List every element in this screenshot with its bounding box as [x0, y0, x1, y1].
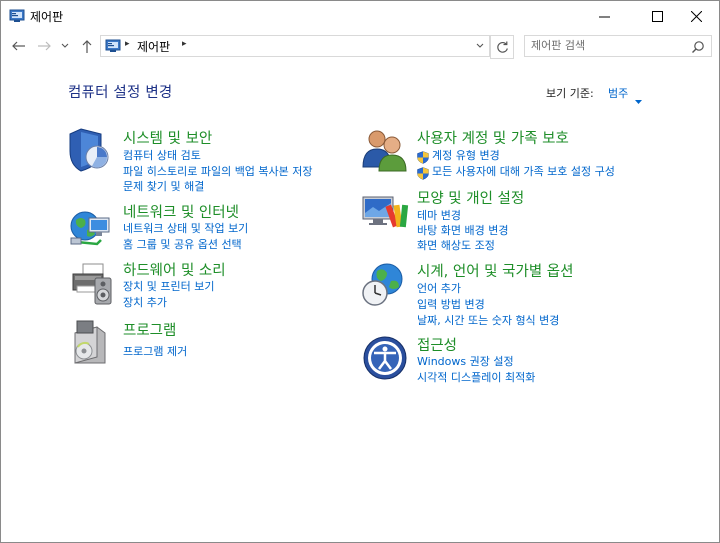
link-change-desktop-background[interactable]: 바탕 화면 배경 변경 — [417, 224, 509, 237]
link-optimize-visual-display[interactable]: 시각적 디스플레이 최적화 — [417, 371, 536, 384]
minimize-button[interactable] — [581, 1, 627, 31]
category-ease-of-access[interactable]: 접근성 — [417, 338, 458, 354]
category-hardware-sound[interactable]: 하드웨어 및 소리 — [123, 263, 226, 279]
forward-button[interactable] — [35, 37, 53, 55]
maximize-button[interactable] — [634, 1, 680, 31]
link-windows-recommended-settings[interactable]: Windows 권장 설정 — [417, 355, 514, 368]
arrow-right-icon — [38, 41, 51, 51]
title-bar: 제어판 — [1, 1, 719, 31]
link-uninstall-program[interactable]: 프로그램 제거 — [123, 345, 188, 358]
link-adjust-resolution[interactable]: 화면 해상도 조정 — [417, 239, 495, 252]
shield-computer-icon[interactable] — [67, 125, 115, 173]
address-dropdown-button[interactable] — [473, 39, 487, 53]
network-globe-icon[interactable] — [67, 204, 115, 252]
link-change-theme[interactable]: 테마 변경 — [417, 209, 461, 222]
window-title: 제어판 — [30, 10, 64, 24]
breadcrumb-separator-icon[interactable]: ▸ — [182, 39, 187, 49]
breadcrumb-separator-icon[interactable]: ▸ — [125, 39, 130, 49]
up-button[interactable] — [78, 37, 96, 55]
view-by-label: 보기 기준: — [546, 87, 594, 100]
minimize-icon — [598, 16, 610, 17]
link-file-history-backup[interactable]: 파일 히스토리로 파일의 백업 복사본 저장 — [123, 165, 313, 178]
address-bar[interactable]: ▸ 제어판 ▸ — [100, 35, 490, 57]
category-network-internet[interactable]: 네트워크 및 인터넷 — [123, 205, 239, 221]
link-review-computer-status[interactable]: 컴퓨터 상태 검토 — [123, 149, 201, 162]
page-title: 컴퓨터 설정 변경 — [68, 85, 173, 101]
arrow-left-icon — [12, 41, 25, 51]
uac-shield-icon — [417, 149, 429, 164]
link-add-device[interactable]: 장치 추가 — [123, 296, 167, 309]
maximize-icon — [651, 10, 663, 22]
control-panel-app-icon — [9, 8, 25, 24]
link-change-input-method[interactable]: 입력 방법 변경 — [417, 298, 485, 311]
arrow-up-icon — [82, 39, 92, 53]
search-box[interactable] — [524, 35, 712, 57]
category-programs[interactable]: 프로그램 — [123, 323, 177, 339]
search-input[interactable] — [531, 37, 681, 54]
uac-shield-icon — [417, 165, 429, 180]
close-icon — [690, 10, 702, 22]
refresh-icon — [496, 41, 508, 53]
category-system-security[interactable]: 시스템 및 보안 — [123, 131, 213, 147]
link-troubleshoot[interactable]: 문제 찾기 및 해결 — [123, 180, 205, 193]
search-icon[interactable] — [691, 39, 705, 53]
users-icon[interactable] — [361, 125, 409, 173]
link-change-account-type[interactable]: 계정 유형 변경 — [432, 149, 500, 162]
view-by-caret-icon[interactable] — [635, 89, 642, 108]
appearance-monitor-icon[interactable] — [361, 189, 409, 237]
category-clock-language-region[interactable]: 시계, 언어 및 국가별 옵션 — [417, 264, 574, 280]
breadcrumb-control-panel[interactable]: 제어판 — [137, 40, 171, 54]
category-user-accounts[interactable]: 사용자 계정 및 가족 보호 — [417, 131, 569, 147]
link-change-date-time-number-format[interactable]: 날짜, 시간 또는 숫자 형식 변경 — [417, 314, 560, 327]
close-button[interactable] — [673, 1, 719, 31]
printer-hardware-icon[interactable] — [67, 260, 115, 308]
link-homegroup-sharing[interactable]: 홈 그룹 및 공유 옵션 선택 — [123, 238, 242, 251]
category-appearance[interactable]: 모양 및 개인 설정 — [417, 191, 525, 207]
clock-globe-icon[interactable] — [361, 261, 409, 309]
link-add-language[interactable]: 언어 추가 — [417, 282, 461, 295]
control-panel-small-icon — [105, 38, 121, 54]
link-network-status-tasks[interactable]: 네트워크 상태 및 작업 보기 — [123, 222, 249, 235]
chevron-down-icon — [61, 43, 69, 48]
back-button[interactable] — [10, 37, 28, 55]
recent-locations-button[interactable] — [59, 37, 71, 55]
refresh-button[interactable] — [490, 35, 514, 59]
view-by-dropdown[interactable]: 범주 — [608, 87, 629, 100]
link-family-safety-all-users[interactable]: 모든 사용자에 대해 가족 보호 설정 구성 — [432, 165, 615, 178]
ease-of-access-icon[interactable] — [361, 334, 409, 382]
programs-box-icon[interactable] — [67, 319, 115, 367]
chevron-down-icon — [476, 43, 484, 48]
link-devices-printers[interactable]: 장치 및 프린터 보기 — [123, 280, 215, 293]
